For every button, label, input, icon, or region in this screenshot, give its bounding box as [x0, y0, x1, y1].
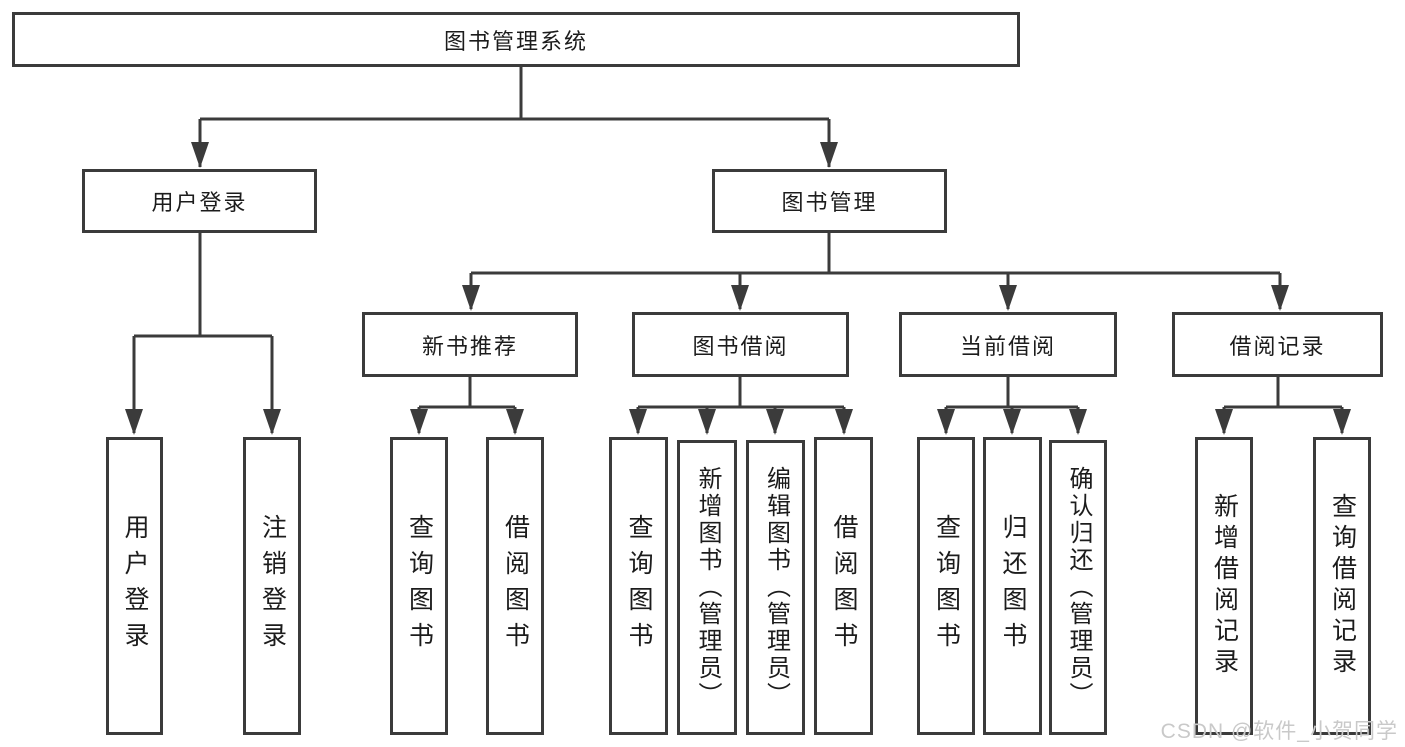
leaf-label: 新增图书（管理员） — [694, 466, 721, 709]
arrow-down-icon — [1069, 409, 1087, 435]
leaf-label: 查询借阅记录 — [1328, 493, 1357, 679]
arrow-down-icon — [1003, 409, 1021, 435]
leaf-confirm-return-admin: 确认归还（管理员） — [1049, 440, 1107, 735]
arrow-down-icon — [1333, 409, 1351, 435]
leaf-label: 查询图书 — [405, 514, 434, 658]
leaf-edit-books-admin: 编辑图书（管理员） — [746, 440, 805, 735]
leaf-query-books-current: 查询图书 — [917, 437, 975, 735]
arrow-down-icon — [462, 285, 480, 311]
leaf-query-books-borrowing: 查询图书 — [609, 437, 668, 735]
arrow-down-icon — [629, 409, 647, 435]
node-current-borrowing: 当前借阅 — [899, 312, 1117, 377]
watermark: CSDN @软件_小贺同学 — [1160, 720, 1398, 743]
node-book-borrowing: 图书借阅 — [632, 312, 849, 377]
connector-recommend-to-leaves — [417, 377, 517, 433]
connector-root-to-level2 — [198, 67, 831, 167]
arrow-down-icon — [410, 409, 428, 435]
leaf-add-books-admin: 新增图书（管理员） — [677, 440, 737, 735]
arrow-down-icon — [263, 409, 281, 435]
leaf-add-borrow-record: 新增借阅记录 — [1195, 437, 1253, 735]
connector-borrowing-to-leaves — [636, 377, 846, 433]
node-library-system: 图书管理系统 — [12, 12, 1020, 67]
leaf-label: 查询图书 — [625, 514, 653, 658]
arrow-down-icon — [731, 285, 749, 311]
leaf-label: 编辑图书（管理员） — [762, 466, 790, 709]
arrow-down-icon — [698, 409, 716, 435]
leaf-borrow-books-recommend: 借阅图书 — [486, 437, 544, 735]
node-user-login: 用户登录 — [82, 169, 317, 233]
leaf-label: 新增借阅记录 — [1210, 493, 1239, 679]
leaf-label: 归还图书 — [999, 514, 1027, 658]
leaf-query-books-recommend: 查询图书 — [390, 437, 448, 735]
leaf-label: 注销登录 — [258, 514, 287, 658]
arrowheads — [125, 142, 1351, 435]
node-borrowing-records: 借阅记录 — [1172, 312, 1383, 377]
arrow-down-icon — [937, 409, 955, 435]
arrow-down-icon — [1215, 409, 1233, 435]
node-book-management: 图书管理 — [712, 169, 947, 233]
leaf-label: 查询图书 — [932, 514, 961, 658]
leaf-user-login: 用户登录 — [106, 437, 163, 735]
arrow-down-icon — [999, 285, 1017, 311]
connector-records-to-leaves — [1222, 377, 1344, 433]
leaf-label: 借阅图书 — [830, 514, 858, 658]
arrow-down-icon — [191, 142, 209, 168]
arrow-down-icon — [506, 409, 524, 435]
connector-userlogin-to-leaves — [132, 233, 274, 433]
leaf-label: 确认归还（管理员） — [1065, 466, 1092, 709]
arrow-down-icon — [835, 409, 853, 435]
leaf-label: 用户登录 — [121, 514, 149, 658]
arrow-down-icon — [125, 409, 143, 435]
arrow-down-icon — [820, 142, 838, 168]
connector-paths — [132, 67, 1344, 433]
arrow-down-icon — [1271, 285, 1289, 311]
leaf-logout: 注销登录 — [243, 437, 301, 735]
leaf-query-borrow-record: 查询借阅记录 — [1313, 437, 1371, 735]
node-new-book-recommend: 新书推荐 — [362, 312, 578, 377]
leaf-label: 借阅图书 — [501, 514, 530, 658]
leaf-return-books: 归还图书 — [983, 437, 1042, 735]
connector-bookmgmt-to-level3 — [469, 233, 1282, 309]
leaf-borrow-books-borrowing: 借阅图书 — [814, 437, 873, 735]
arrow-down-icon — [766, 409, 784, 435]
